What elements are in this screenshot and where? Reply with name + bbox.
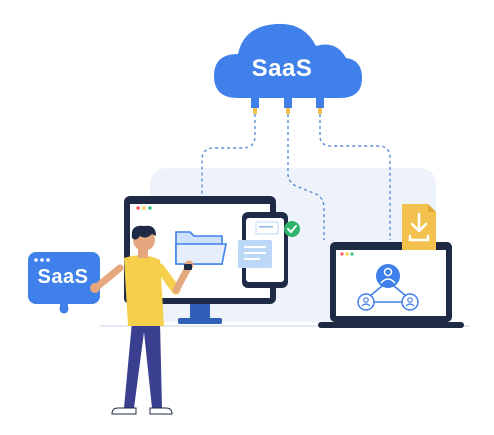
download-file-icon xyxy=(402,204,436,250)
user-network-icon xyxy=(357,264,419,311)
person-figure xyxy=(90,225,194,415)
folder-icon xyxy=(175,231,227,265)
document-icon xyxy=(238,221,279,268)
connection-lines xyxy=(201,114,391,240)
saas-screen-label: SaaS xyxy=(37,266,89,288)
saas-screen-panel xyxy=(28,252,100,314)
checkmark-icon xyxy=(284,221,300,237)
cloud-icon xyxy=(214,23,362,98)
cloud-label: SaaS xyxy=(251,55,313,82)
cloud-connectors xyxy=(251,98,324,114)
